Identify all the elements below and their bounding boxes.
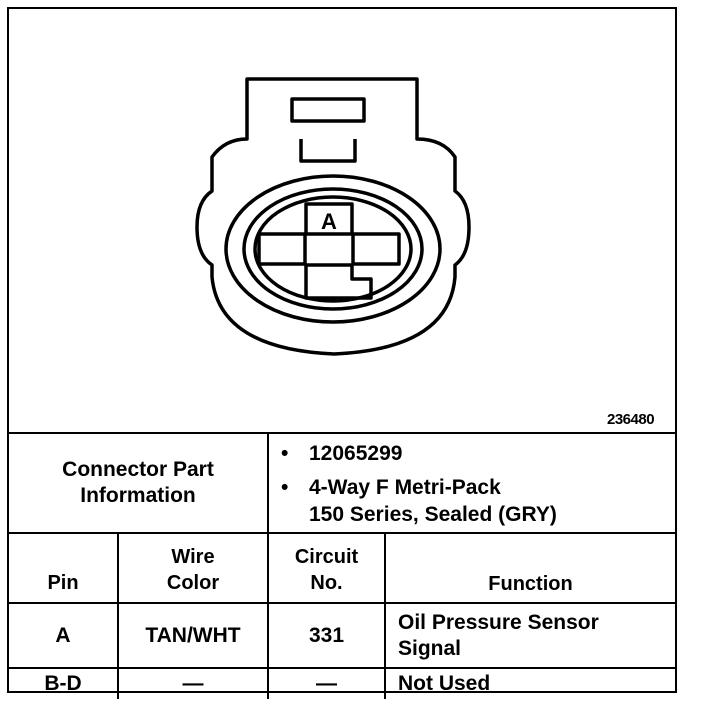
table-row: A TAN/WHT 331 Oil Pressure Sensor Signal [9, 602, 676, 669]
table-row: B-D — — Not Used [9, 667, 676, 699]
connector-part-info: • 12065299 • 4-Way F Metri-Pack 150 Series… [266, 432, 676, 534]
terminal-face [253, 195, 413, 303]
cavity-right [351, 232, 401, 266]
seal-ring-outer [224, 174, 442, 324]
lock-tab-window [290, 97, 366, 123]
header-pin: Pin [9, 532, 119, 604]
cavity-a [304, 202, 354, 236]
part-number: 12065299 [309, 442, 403, 465]
header-circuit: Circuit No. [267, 532, 386, 604]
bullet-icon: • [281, 442, 289, 465]
header-function: Function [383, 532, 676, 604]
connector-part-row: Connector Part Information • 12065299 • 4-… [9, 432, 676, 534]
connector-sheet: A 236480 Connector Part Information • 120… [7, 7, 677, 699]
lock-tab-neck [299, 139, 357, 163]
pin-cell: B-D [9, 667, 119, 699]
function-cell: Not Used [383, 667, 676, 699]
header-wire-color: Wire Color [117, 532, 269, 604]
cavity-left [257, 232, 307, 266]
wire-color-cell: TAN/WHT [117, 602, 269, 669]
connector-label-line1: Connector Part [62, 458, 214, 481]
reference-number: 236480 [607, 411, 655, 428]
connector-label-line2: Information [80, 484, 196, 507]
seal-ring-inner [242, 187, 424, 311]
connector-part-label: Connector Part Information [9, 432, 269, 534]
connector-info-table: Connector Part Information • 12065299 • 4-… [9, 432, 676, 699]
cavity-a-label: A [321, 209, 337, 234]
part-description-line2: 150 Series, Sealed (GRY) [309, 503, 557, 526]
pin-cell: A [9, 602, 119, 669]
header-row: Pin Wire Color Circuit No. Function [9, 532, 676, 604]
circuit-cell: 331 [267, 602, 386, 669]
part-description-line1: 4-Way F Metri-Pack [309, 476, 501, 499]
wire-color-cell: — [117, 667, 269, 699]
circuit-cell: — [267, 667, 386, 699]
function-cell: Oil Pressure Sensor Signal [383, 602, 676, 669]
connector-housing-outline [195, 77, 471, 356]
connector-diagram: A [195, 77, 471, 356]
bullet-icon: • [281, 476, 289, 499]
cavity-bottom [304, 263, 373, 300]
